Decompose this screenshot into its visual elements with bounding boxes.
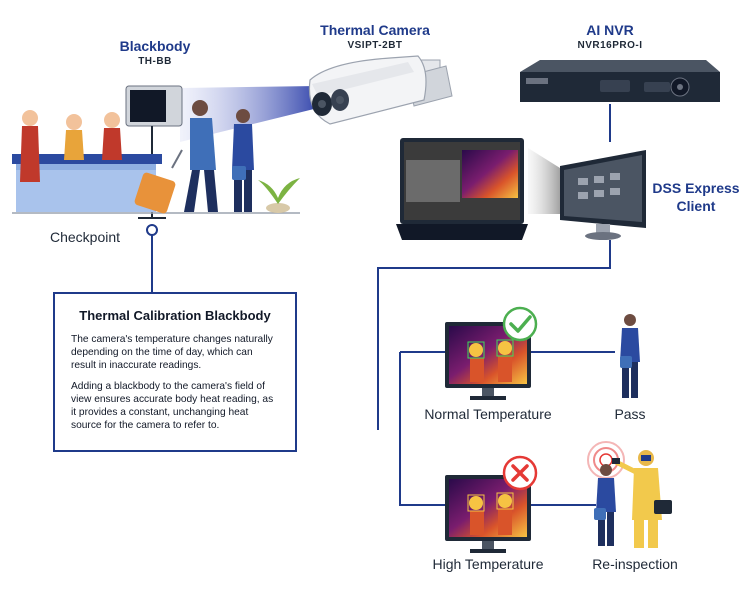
checkpoint-marker bbox=[138, 217, 166, 236]
desktop-monitor-illustration bbox=[560, 150, 646, 240]
checkpoint-label: Checkpoint bbox=[50, 229, 121, 245]
nvr-device-illustration bbox=[520, 60, 720, 102]
calibration-info-box: Thermal Calibration Blackbody The camera… bbox=[53, 292, 297, 452]
info-box-title: Thermal Calibration Blackbody bbox=[79, 308, 271, 323]
camera-model: VSIPT-2BT bbox=[347, 40, 403, 51]
check-icon bbox=[502, 306, 538, 342]
normal-temp-monitor-illustration bbox=[445, 322, 531, 400]
nvr-title: AI NVR bbox=[586, 22, 634, 38]
cross-icon bbox=[502, 455, 538, 491]
info-box-paragraph-1: The camera's temperature changes natural… bbox=[71, 334, 273, 371]
reinspection-label: Re-inspection bbox=[592, 556, 678, 572]
thermal-camera-illustration bbox=[308, 55, 453, 125]
blackbody-model: TH-BB bbox=[138, 56, 172, 67]
high-temperature-label: High Temperature bbox=[432, 556, 544, 572]
pass-label: Pass bbox=[614, 406, 646, 422]
client-title-line1: DSS Express bbox=[652, 180, 740, 196]
reception-desk-illustration bbox=[12, 100, 300, 214]
blackbody-title: Blackbody bbox=[119, 38, 191, 54]
blackbody-device-illustration bbox=[125, 85, 183, 218]
nvr-model: NVR16PRO-I bbox=[577, 40, 643, 51]
info-box-paragraph-2: Adding a blackbody to the camera's field… bbox=[71, 381, 274, 431]
normal-temperature-label: Normal Temperature bbox=[424, 406, 552, 422]
laptop-illustration bbox=[396, 138, 560, 240]
client-title-line2: Client bbox=[676, 198, 716, 214]
camera-title: Thermal Camera bbox=[320, 22, 430, 38]
reinspection-illustration bbox=[587, 441, 672, 548]
pass-person-illustration bbox=[620, 314, 640, 398]
connector-lines bbox=[151, 104, 615, 506]
